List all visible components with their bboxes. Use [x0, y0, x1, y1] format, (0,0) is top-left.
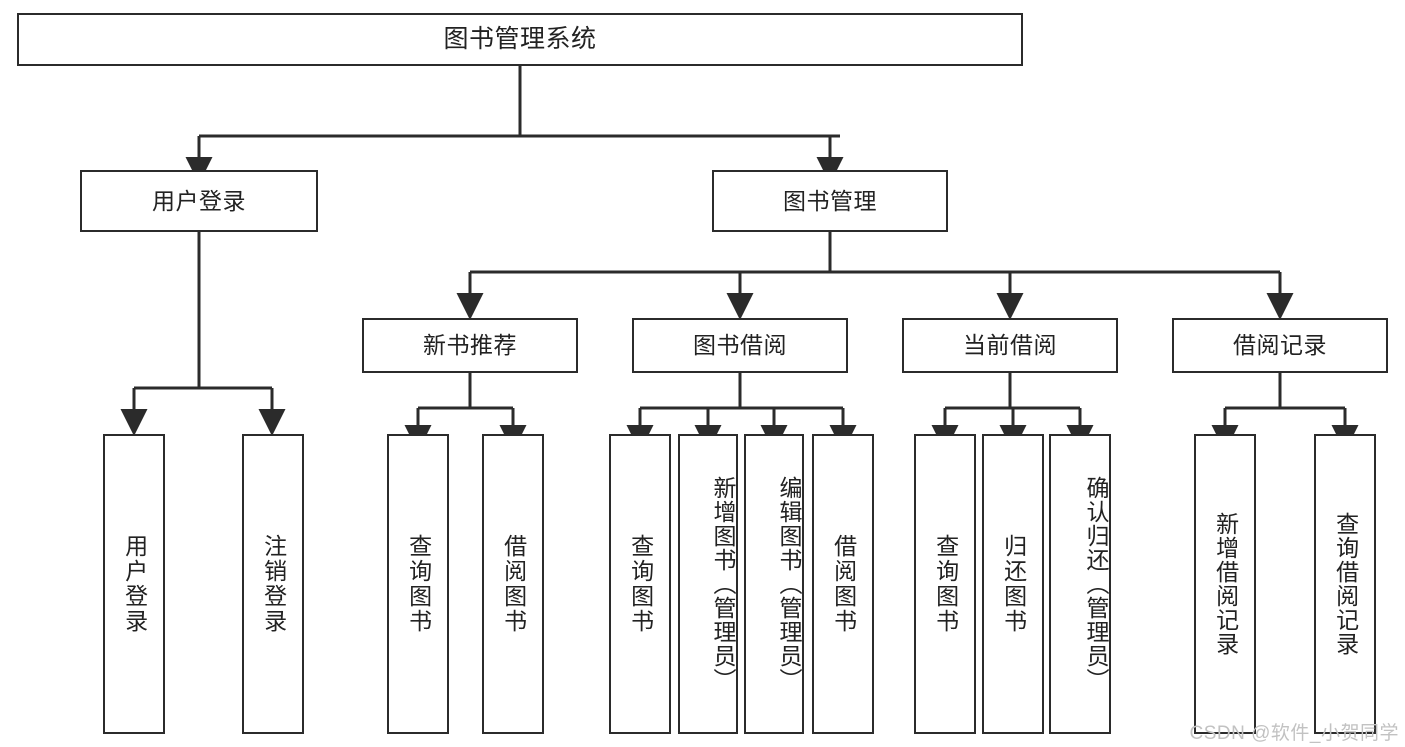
leaf-user-login-signin[interactable]: 用户登录 — [103, 434, 165, 734]
watermark-text: CSDN @软件_小贺同学 — [1189, 723, 1399, 744]
leaf-borrow-record-add[interactable]: 新增借阅记录 — [1194, 434, 1256, 734]
node-label: 新增借阅记录 — [1212, 512, 1239, 656]
node-label: 查询图书 — [932, 534, 959, 634]
leaf-book-borrow-query[interactable]: 查询图书 — [609, 434, 671, 734]
leaf-new-book-query[interactable]: 查询图书 — [387, 434, 449, 734]
node-user-login[interactable]: 用户登录 — [80, 170, 318, 232]
leaf-current-borrow-confirm-return[interactable]: 确认归还（管理员） — [1049, 434, 1111, 734]
leaf-book-borrow-add[interactable]: 新增图书（管理员） — [678, 434, 738, 734]
node-label: 用户登录 — [152, 187, 246, 214]
node-borrow-record[interactable]: 借阅记录 — [1172, 318, 1388, 373]
node-current-borrow[interactable]: 当前借阅 — [902, 318, 1118, 373]
node-label: 确认归还（管理员） — [1083, 476, 1109, 692]
node-label: 图书借阅 — [693, 332, 787, 359]
leaf-book-borrow-borrow[interactable]: 借阅图书 — [812, 434, 874, 734]
node-book-management[interactable]: 图书管理 — [712, 170, 948, 232]
node-root-system[interactable]: 图书管理系统 — [17, 13, 1023, 66]
node-label: 查询图书 — [627, 534, 654, 634]
leaf-current-borrow-query[interactable]: 查询图书 — [914, 434, 976, 734]
node-label: 注销登录 — [260, 534, 287, 634]
node-label: 借阅图书 — [500, 534, 527, 634]
leaf-user-login-signout[interactable]: 注销登录 — [242, 434, 304, 734]
leaf-book-borrow-edit[interactable]: 编辑图书（管理员） — [744, 434, 804, 734]
node-label: 借阅图书 — [830, 534, 857, 634]
node-label: 图书管理 — [783, 187, 877, 214]
leaf-borrow-record-query[interactable]: 查询借阅记录 — [1314, 434, 1376, 734]
node-label: 图书管理系统 — [443, 25, 597, 54]
node-label: 用户登录 — [121, 534, 148, 634]
node-label: 当前借阅 — [963, 332, 1057, 359]
node-label: 新书推荐 — [423, 332, 517, 359]
node-label: 新增图书（管理员） — [710, 476, 736, 692]
node-label: 借阅记录 — [1233, 332, 1327, 359]
leaf-new-book-borrow[interactable]: 借阅图书 — [482, 434, 544, 734]
node-label: 查询图书 — [405, 534, 432, 634]
node-label: 查询借阅记录 — [1332, 512, 1359, 656]
node-label: 归还图书 — [1000, 534, 1027, 634]
node-book-borrow[interactable]: 图书借阅 — [632, 318, 848, 373]
leaf-current-borrow-return[interactable]: 归还图书 — [982, 434, 1044, 734]
node-label: 编辑图书（管理员） — [776, 476, 802, 692]
node-new-book-recommend[interactable]: 新书推荐 — [362, 318, 578, 373]
